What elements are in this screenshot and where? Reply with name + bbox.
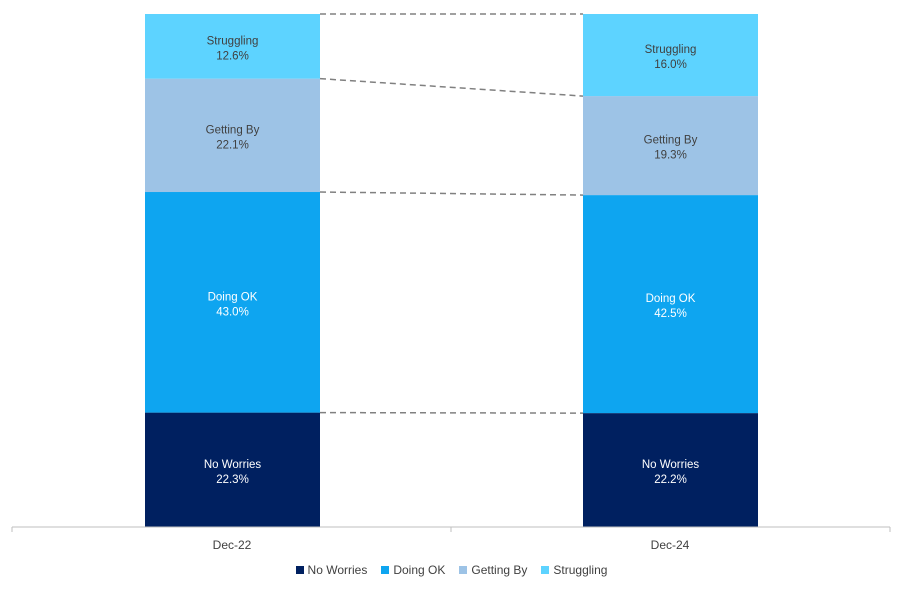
series-line-getting-by <box>319 77 584 97</box>
data-label-no-worries-dec-22-value: 22.3% <box>216 474 249 486</box>
data-label-no-worries-dec-22-series: No Worries <box>204 459 262 471</box>
data-label-struggling-dec-22-series: Struggling <box>207 35 259 47</box>
legend: No Worries Doing OK Getting By Struggling <box>0 563 903 577</box>
bar-no-worries-dec-24 <box>583 413 758 527</box>
data-label-doing-ok-dec-22-series: Doing OK <box>208 291 258 303</box>
data-labels: No Worries 22.3% Doing OK 43.0% Getting By 22… <box>204 35 700 486</box>
legend-item-no-worries: No Worries <box>295 563 368 577</box>
legend-swatch-doing-ok <box>381 566 390 574</box>
bars <box>145 14 758 527</box>
data-label-getting-by-dec-22-series: Getting By <box>206 124 260 136</box>
series-line-no-worries <box>319 411 584 414</box>
legend-label-no-worries: No Worries <box>307 563 368 577</box>
legend-item-getting-by: Getting By <box>459 563 527 577</box>
bar-getting-by-dec-24 <box>583 96 758 196</box>
data-label-getting-by-dec-22-value: 22.1% <box>216 139 249 151</box>
legend-swatch-getting-by <box>459 566 468 574</box>
bar-doing-ok-dec-22 <box>145 192 320 413</box>
legend-swatch-struggling <box>541 566 550 574</box>
bar-doing-ok-dec-24 <box>583 195 758 414</box>
bar-struggling-dec-24 <box>583 14 758 97</box>
series-line-doing-ok <box>319 191 584 196</box>
data-label-getting-by-dec-24-series: Getting By <box>644 135 698 147</box>
legend-item-doing-ok: Doing OK <box>381 563 445 577</box>
legend-label-struggling: Struggling <box>553 563 608 577</box>
data-label-no-worries-dec-24-series: No Worries <box>642 459 700 471</box>
data-label-struggling-dec-24-value: 16.0% <box>654 59 687 71</box>
series-connector-lines <box>319 13 584 414</box>
bar-no-worries-dec-22 <box>145 412 320 527</box>
data-label-no-worries-dec-24-value: 22.2% <box>654 474 687 486</box>
data-label-getting-by-dec-24-value: 19.3% <box>654 150 687 162</box>
legend-label-getting-by: Getting By <box>471 563 528 577</box>
bar-getting-by-dec-22 <box>145 78 320 193</box>
data-label-doing-ok-dec-24-series: Doing OK <box>646 293 696 305</box>
data-label-struggling-dec-24-series: Struggling <box>645 44 697 56</box>
x-axis-ticks: Dec-22 Dec-24 <box>11 527 891 552</box>
x-tick-label-dec-24: Dec-24 <box>651 538 690 552</box>
data-label-doing-ok-dec-22-value: 43.0% <box>216 306 249 318</box>
legend-swatch-no-worries <box>295 566 304 574</box>
bar-struggling-dec-22 <box>145 14 320 79</box>
legend-item-struggling: Struggling <box>541 563 607 577</box>
data-label-struggling-dec-22-value: 12.6% <box>216 50 249 62</box>
data-label-doing-ok-dec-24-value: 42.5% <box>654 308 687 320</box>
legend-label-doing-ok: Doing OK <box>393 563 446 577</box>
x-tick-label-dec-22: Dec-22 <box>213 538 252 552</box>
